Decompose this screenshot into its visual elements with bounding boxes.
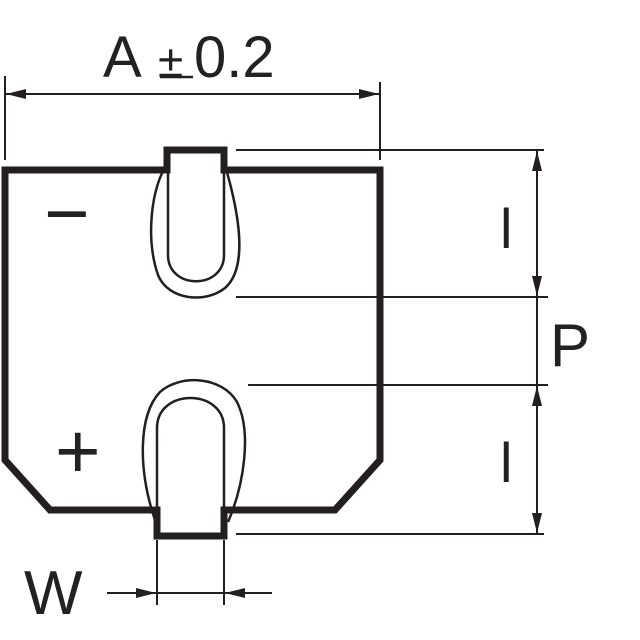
width-label-tolerance-sign: ± bbox=[158, 35, 183, 87]
positive-terminal-outer-loop bbox=[141, 379, 247, 523]
terminal-length-bottom-label: l bbox=[500, 431, 512, 494]
terminal-width-dimension bbox=[107, 540, 272, 605]
terminal-width-label: W bbox=[24, 559, 83, 628]
positive-terminal bbox=[141, 379, 247, 523]
width-dimension-a bbox=[4, 75, 381, 160]
negative-terminal-outer-loop bbox=[149, 161, 241, 299]
right-extension-lines bbox=[236, 149, 548, 535]
width-label-letter: A bbox=[103, 25, 142, 90]
terminal-length-top-label: l bbox=[500, 197, 512, 260]
negative-polarity-mark: − bbox=[44, 169, 90, 257]
pitch-label: P bbox=[550, 312, 590, 379]
negative-terminal bbox=[149, 158, 241, 299]
negative-terminal-inner-loop bbox=[166, 158, 226, 283]
positive-polarity-mark: + bbox=[55, 407, 101, 495]
width-label-tolerance-value: 0.2 bbox=[194, 25, 275, 90]
component-body-outline bbox=[1, 146, 384, 540]
positive-terminal-inner-loop bbox=[155, 396, 226, 512]
